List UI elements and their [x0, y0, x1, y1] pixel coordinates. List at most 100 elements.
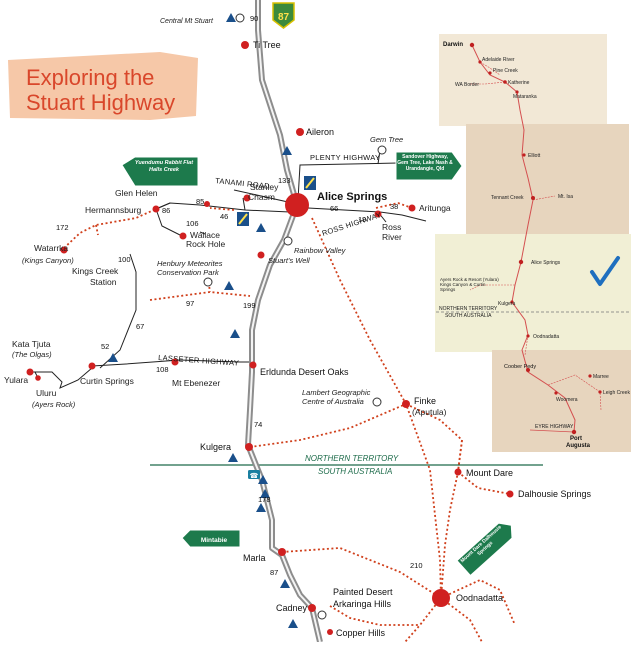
phone-icon: ☎ [248, 470, 260, 480]
stuart-highway-inner [247, 0, 321, 643]
aileron-label: Aileron [306, 127, 334, 137]
ross-river-label-1: Ross [382, 222, 401, 232]
aileron-dot [296, 128, 304, 136]
distance-178-label: 178 [258, 495, 271, 504]
lasseter-highway-label: LASSETER HIGHWAY [158, 353, 240, 368]
distance-87-label: 87 [270, 568, 278, 577]
distance-46-label: 46 [220, 212, 228, 221]
inset-tennant-creek-label: Tennant Creek [491, 195, 524, 201]
plenty-highway-label: PLENTY HIGHWAY [310, 153, 380, 162]
inset-katherine-dot [503, 80, 507, 84]
lambert-label-1: Lambert Geographic [302, 388, 371, 397]
inset-coober-pedy-label: Coober Pedy [504, 364, 536, 370]
plenty-highway [297, 162, 399, 201]
kings-canyon-label: (Kings Canyon) [22, 256, 74, 265]
curtin-springs-dot [88, 362, 96, 370]
arkaringa-hills-label: Arkaringa Hills [333, 599, 392, 609]
route-87-number: 87 [278, 12, 290, 23]
camp-icon [226, 13, 236, 22]
inset-leigh-creek-dot [598, 390, 602, 394]
lasseter-highway [91, 359, 250, 367]
inset-port-augusta-dot [571, 429, 577, 435]
distance-106-label: 106 [186, 219, 199, 228]
ross-river-label-2: River [382, 232, 402, 242]
distance-108-label: 108 [156, 365, 169, 374]
wallace-rock-hole-road [155, 208, 183, 237]
town-markers [26, 41, 514, 635]
distance-86-label: 86 [162, 206, 170, 215]
uluru-road [30, 367, 93, 389]
distance-19-label: 19 [358, 215, 366, 224]
camp-icon [256, 503, 266, 512]
uluru-label: Uluru [36, 388, 57, 398]
inset-marree-label: Marree [593, 374, 609, 380]
sign-yuendumu-arrow [121, 156, 199, 187]
inset-ayers-rock-label: Ayers Rock & Resort (Yulara) Kings Canyo… [440, 277, 499, 292]
inset-port-label: Port [570, 436, 582, 442]
lambert-label-2: Centre of Australia [302, 397, 364, 406]
dalhousie-label: Dalhousie Springs [518, 489, 592, 499]
distance-66-label: 66 [330, 204, 338, 213]
info-icon-stroke [238, 213, 248, 225]
inset-alice-springs-label: Alice Springs [531, 260, 561, 266]
mount-dare-dot [454, 468, 462, 476]
stanley-chasm-label-2: Chasm [248, 192, 275, 202]
finke-mt-dare-road [405, 403, 463, 473]
marla-label: Marla [243, 553, 266, 563]
sign-yuendumu-fo: Yuendumu Rabbit Flat Halls Creek [134, 160, 194, 173]
sign-mintabie-arrow [181, 529, 241, 548]
title-block: Exploring the Stuart Highway [8, 52, 198, 120]
central-mt-stuart-label: Central Mt Stuart [160, 18, 214, 25]
ross-highway-label: ROSS HIGHWAY [321, 210, 383, 238]
oodnadatta-east-road [440, 579, 516, 626]
stuarts-well-dot [257, 251, 265, 259]
kings-creek-label-1: Kings Creek [72, 266, 119, 276]
distance-38-label: 38 [390, 202, 398, 211]
marla-dot [278, 548, 286, 556]
distance-85-label: 85 [196, 197, 204, 206]
aputula-label: (Aputula) [412, 407, 447, 417]
marla-oodnadatta-road [281, 547, 442, 599]
glen-helen-dot [204, 201, 210, 207]
camp-icon [288, 619, 298, 628]
the-olgas-label: (The Olgas) [12, 350, 52, 359]
distance-199-label: 199 [243, 301, 256, 310]
sign-mintabie-text: Mintabie [201, 537, 228, 544]
camp-icon [260, 489, 270, 498]
inset-alice-springs-dot [518, 259, 524, 265]
open-markers [203, 13, 387, 620]
camp-icon [108, 353, 118, 362]
border-sa-label: SOUTH AUSTRALIA [318, 467, 392, 476]
sign-mount-dare-fo: Mount Dare Dalhousie Springs [460, 524, 503, 564]
rainbow-valley-marker [283, 236, 293, 246]
sign-sandover-text: Sandover Highway, Gem Tree, Lake Nash & … [397, 154, 453, 172]
sign-yuendumu-text: Yuendumu Rabbit Flat Halls Creek [134, 160, 194, 173]
aritunga-dot [408, 204, 416, 212]
ernest-giles-road [149, 291, 251, 301]
rainbow-valley-label: Rainbow Valley [294, 246, 347, 255]
henbury-marker [203, 277, 213, 287]
distance-100-label: 100 [118, 255, 131, 264]
distance-52-label: 52 [101, 342, 109, 351]
henbury-label-1: Henbury Meteorites [157, 259, 223, 268]
stuart-highway-outer [245, 0, 323, 643]
title-line-2: Stuart Highway [26, 90, 175, 115]
stanley-chasm-road [242, 197, 246, 211]
finke-dot [402, 400, 410, 408]
sign-sandover-fo: Sandover Highway, Gem Tree, Lake Nash & … [397, 154, 453, 172]
inset-panel-bottom [492, 350, 631, 452]
inset-panel-top [439, 34, 607, 126]
phone-icon-body [248, 470, 260, 479]
sign-mount-dare: Mount Dare Dalhousie Springs [456, 522, 513, 577]
inset-darwin-dot [469, 42, 475, 48]
sign-mintabie: Mintabie [181, 529, 241, 548]
cadney-dot [308, 604, 316, 612]
mereenie-loop [63, 208, 157, 249]
camp-icon [228, 453, 238, 462]
alice-springs-dot [285, 193, 309, 217]
inset-kulgera-label: Kulgera [498, 301, 515, 307]
wallace-label-1: Wallace [190, 230, 220, 240]
camp-icon [230, 329, 240, 338]
inset-darwin-label: Darwin [443, 42, 463, 48]
phone-icon-glyph: ☎ [250, 472, 259, 480]
